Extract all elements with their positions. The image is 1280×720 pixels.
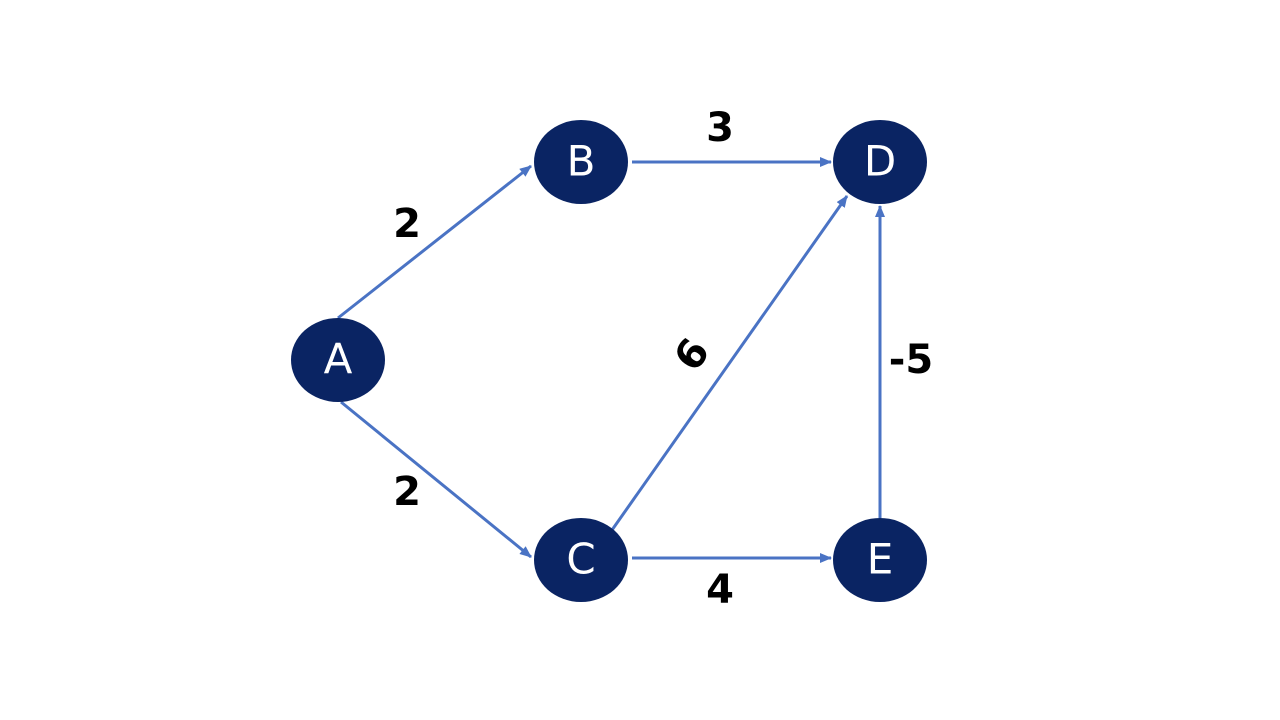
weight-c-e: 4 (706, 567, 734, 613)
nodes: A B C D E (291, 120, 927, 602)
node-b-label: B (567, 137, 596, 186)
node-c: C (534, 518, 628, 602)
node-e-label: E (867, 535, 894, 584)
weight-a-c: 2 (393, 469, 421, 515)
edges (337, 157, 885, 563)
node-c-label: C (566, 535, 595, 584)
node-d-label: D (864, 137, 896, 186)
edge-weights: 2 2 3 6 4 -5 (393, 105, 933, 613)
node-d: D (833, 120, 927, 204)
node-a: A (291, 318, 385, 402)
weight-e-d: -5 (889, 337, 933, 383)
edge-a-to-b (337, 164, 532, 320)
node-a-label: A (324, 335, 353, 384)
edge-c-to-d (610, 195, 849, 531)
weight-a-b: 2 (393, 201, 421, 247)
node-b: B (534, 120, 628, 204)
weight-b-d: 3 (706, 105, 734, 151)
node-e: E (833, 518, 927, 602)
edge-a-to-c (340, 400, 532, 559)
weight-c-d: 6 (666, 330, 720, 379)
